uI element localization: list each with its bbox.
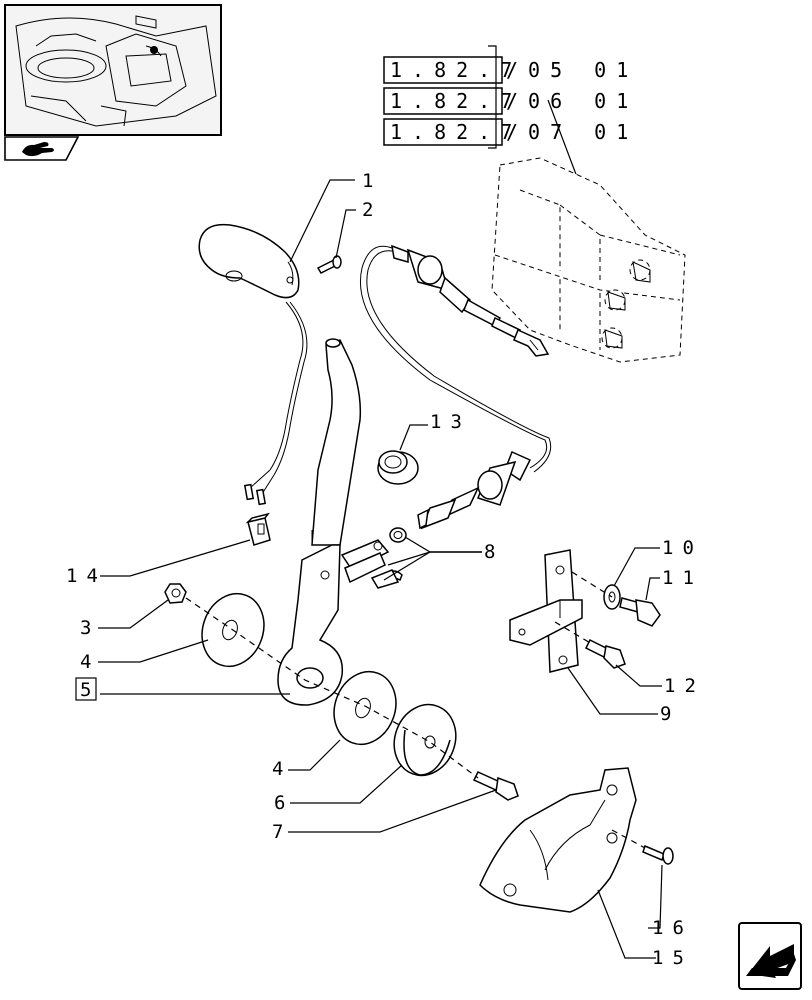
callout-8: 8 [484,541,504,563]
reference-code: 1.82.7 [390,58,522,82]
callout-4: 4 [272,758,292,780]
callout-11: 11 [662,567,703,589]
tractor-cab-icon [6,6,220,134]
arrow-down-left-icon [746,944,796,978]
reference-list: 1.82.7 /05 01 1.82.7 /06 01 1.82.7 /07 0… [383,45,638,186]
lever-knob[interactable] [198,223,300,299]
clevis-8[interactable] [340,527,407,589]
leader-lines [98,179,663,959]
grommet[interactable] [377,450,419,485]
reference-suffix: /07 01 [506,120,638,144]
reference-box[interactable] [383,56,503,84]
screw-2[interactable] [316,255,342,274]
callout-14: 14 [66,565,107,587]
callout-5: 5 [80,679,100,701]
bolt-11[interactable] [619,597,661,627]
reference-code: 1.82.7 [390,120,522,144]
tractor-cab-thumbnail[interactable] [4,4,222,136]
reference-code: 1.82.7 [390,89,522,113]
callout-9: 9 [660,703,680,725]
cable-upper[interactable] [359,244,552,473]
callout-3: 3 [80,617,100,639]
screw-16[interactable] [642,844,674,865]
reference-suffix: /05 01 [506,58,638,82]
wire-ends [249,469,275,495]
bolt-12[interactable] [584,638,626,669]
callout-16: 16 [652,917,693,939]
callout-labels: 1 2 13 14 8 3 4 5 4 6 7 10 11 12 9 16 15 [66,170,705,969]
knob-wire [269,301,304,471]
reference-box[interactable] [383,87,503,115]
callout-10: 10 [662,537,703,559]
callout-6: 6 [274,792,294,814]
assembly-axis [554,621,593,645]
nut-3[interactable] [164,583,187,604]
reference-suffix: /06 01 [506,89,638,113]
bushing-6[interactable] [384,696,465,784]
callout-4: 4 [80,651,100,673]
next-page-button[interactable] [738,922,802,990]
section-tab[interactable] [4,136,80,162]
hand-icon [22,142,54,157]
bolt-7[interactable] [472,771,519,801]
callout-2: 2 [362,199,382,221]
callout-7: 7 [272,821,292,843]
callout-13: 13 [430,411,471,433]
cover-15[interactable] [479,767,637,913]
bracket-9[interactable] [509,549,583,673]
callout-1: 1 [362,170,382,192]
cable-lower[interactable] [417,450,532,530]
clip-14[interactable] [245,512,271,546]
callout-5-box [75,677,97,701]
reference-box[interactable] [383,118,503,146]
assembly-axis [571,571,613,598]
callout-15: 15 [652,947,693,969]
callout-12: 12 [664,675,705,697]
lever-rod[interactable] [277,338,362,706]
washer-4b[interactable] [324,663,406,753]
valve-block-ghost [491,157,686,363]
assembly-axis [185,597,479,779]
